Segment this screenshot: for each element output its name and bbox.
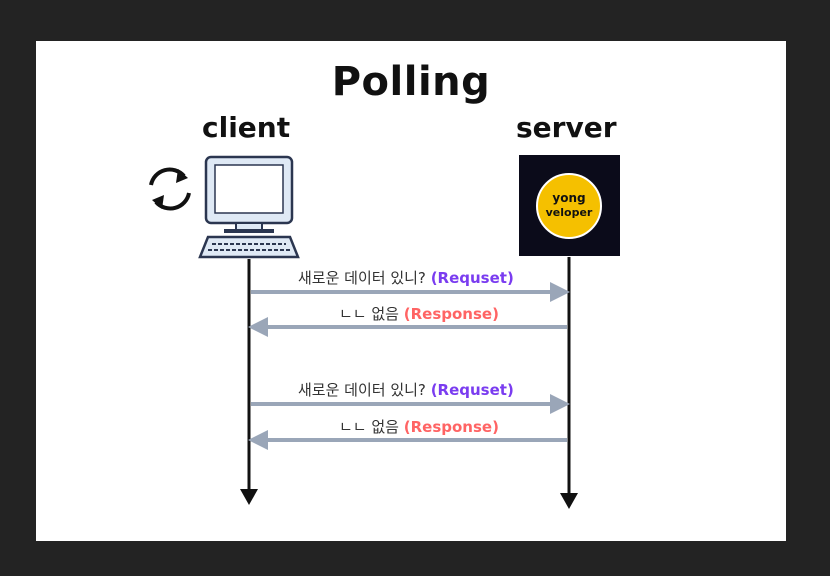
logo-line-2: veloper: [546, 206, 593, 219]
client-label: client: [202, 111, 291, 144]
sequence-diagram: [149, 155, 578, 509]
message-tag-response: (Response): [403, 305, 499, 323]
computer-icon: [198, 155, 300, 259]
refresh-icon: [149, 167, 191, 211]
server-lifeline-arrowhead: [560, 493, 578, 509]
message-response-1: ㄴㄴ 없음 (Response): [339, 303, 499, 324]
server-label: server: [516, 111, 617, 144]
message-request-2: 새로운 데이터 있니? (Requset): [298, 379, 514, 400]
yongveloper-logo: yong veloper: [519, 155, 620, 256]
logo-line-1: yong: [552, 191, 585, 205]
message-text: 새로운 데이터 있니?: [298, 269, 426, 287]
message-tag-request: (Requset): [430, 269, 514, 287]
message-text: ㄴㄴ 없음: [339, 418, 399, 436]
message-text: ㄴㄴ 없음: [339, 305, 399, 323]
message-tag-response: (Response): [403, 418, 499, 436]
message-tag-request: (Requset): [430, 381, 514, 399]
message-response-2: ㄴㄴ 없음 (Response): [339, 416, 499, 437]
diagram-title: Polling: [331, 59, 491, 105]
message-request-1: 새로운 데이터 있니? (Requset): [298, 267, 514, 288]
client-lifeline-arrowhead: [240, 489, 258, 505]
diagram-card: Polling client server: [36, 41, 786, 541]
message-text: 새로운 데이터 있니?: [298, 381, 426, 399]
